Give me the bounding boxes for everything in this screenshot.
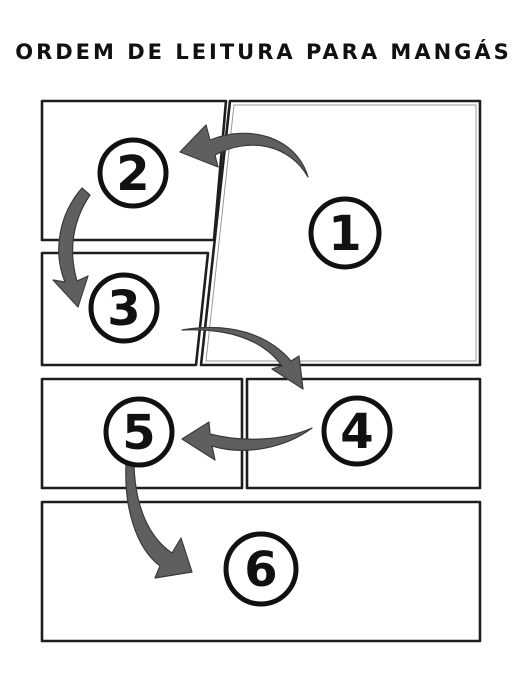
arrow-5-to-6 [125,463,193,579]
panel-1-number: 1 [328,206,361,262]
badge-2: 2 [97,137,169,209]
panel-5-number: 5 [122,405,155,461]
badge-1: 1 [308,196,382,270]
page-title: ORDEM DE LEITURA PARA MANGÁS [15,40,512,64]
badge-5: 5 [103,396,175,468]
arrow-4-to-5 [181,421,313,461]
panel-2-number: 2 [116,146,149,202]
arrow-1-to-2 [179,124,309,178]
panel-6 [40,500,482,643]
badge-4: 4 [321,395,393,467]
arrow-3-to-4 [181,327,304,390]
arrow-2-to-3 [52,187,91,308]
badge-3: 3 [88,272,160,344]
panel-4-number: 4 [340,404,373,460]
badge-6: 6 [223,531,299,607]
panel-6-number: 6 [244,542,277,598]
panel-3-number: 3 [107,281,140,337]
